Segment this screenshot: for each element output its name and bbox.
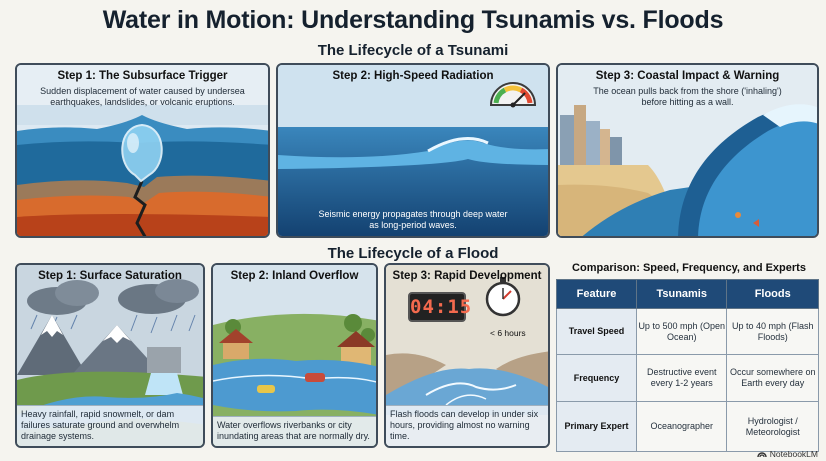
row-tsunami-value: Up to 500 mph (Open Ocean) <box>635 308 728 355</box>
rain-cloud-icon <box>27 279 199 315</box>
tsunami-step-1-panel: Step 1: The Subsurface Trigger Sudden di… <box>15 63 270 238</box>
tsunami-step-2-desc: Seismic energy propagates through deep w… <box>318 209 508 230</box>
header-feature: Feature <box>556 279 637 309</box>
table-header-row: Feature Tsunamis Floods <box>556 279 819 309</box>
comparison-title: Comparison: Speed, Frequency, and Expert… <box>572 262 806 274</box>
countdown-timer: 04:15 <box>408 292 471 322</box>
notebook-logo-icon <box>757 452 767 458</box>
flood-step-3-desc: Flash floods can develop in under six ho… <box>386 405 548 446</box>
row-flood-value: Occur somewhere on Earth every day <box>726 354 819 402</box>
car-icon <box>305 373 325 382</box>
hours-label: < 6 hours <box>490 328 526 338</box>
flood-section-title: The Lifecycle of a Flood <box>327 245 499 262</box>
inland-overflow-illustration <box>213 265 376 446</box>
tsunami-step-2-panel: Step 2: High-Speed Radiation Seismic ene… <box>276 63 550 238</box>
flood-step-2-panel: Step 2: Inland Overflow Water overflows … <box>211 263 378 448</box>
flood-step-1-panel: Step 1: Surface Saturation Heavy rainfal… <box>15 263 205 448</box>
tsunami-step-1-title: Step 1: The Subsurface Trigger <box>57 70 228 82</box>
flood-step-3-panel: Step 3: Rapid Development Flash floods c… <box>384 263 550 448</box>
page-title: Water in Motion: Understanding Tsunamis … <box>102 6 724 34</box>
row-tsunami-value: Oceanographer <box>635 401 728 452</box>
tsunami-step-3-desc: The ocean pulls back from the shore ('in… <box>593 86 782 107</box>
tsunami-step-1-desc: Sudden displacement of water caused by u… <box>40 86 245 107</box>
dam-icon <box>147 347 181 373</box>
stopwatch-icon <box>485 277 521 317</box>
high-speed-radiation-illustration <box>278 65 548 236</box>
gauge-icon <box>489 82 537 108</box>
flood-step-2-desc: Water overflows riverbanks or city inund… <box>213 416 376 446</box>
row-feature: Travel Speed <box>556 308 637 355</box>
brand-watermark: NotebookLM <box>757 449 818 459</box>
header-tsunamis: Tsunamis <box>635 279 728 309</box>
table-row: Travel Speed Up to 500 mph (Open Ocean) … <box>556 308 819 355</box>
row-tsunami-value: Destructive event every 1-2 years <box>635 354 728 402</box>
city-skyline-icon <box>560 105 622 165</box>
table-row: Primary Expert Oceanographer Hydrologist… <box>556 401 819 452</box>
subsurface-trigger-illustration <box>17 65 268 236</box>
brand-label: NotebookLM <box>769 449 818 459</box>
tsunami-step-3-panel: Step 3: Coastal Impact & Warning The oce… <box>556 63 819 238</box>
flood-step-2-title: Step 2: Inland Overflow <box>230 270 359 282</box>
header-floods: Floods <box>726 279 819 309</box>
row-flood-value: Hydrologist / Meteorologist <box>726 401 819 452</box>
row-flood-value: Up to 40 mph (Flash Floods) <box>726 308 819 355</box>
coastal-impact-illustration <box>558 65 817 236</box>
flood-step-1-title: Step 1: Surface Saturation <box>38 270 182 282</box>
flood-step-1-desc: Heavy rainfall, rapid snowmelt, or dam f… <box>17 405 203 446</box>
tsunami-step-3-title: Step 3: Coastal Impact & Warning <box>595 70 780 82</box>
tsunami-step-2-title: Step 2: High-Speed Radiation <box>332 70 494 82</box>
tsunami-section-title: The Lifecycle of a Tsunami <box>317 42 509 59</box>
flood-step-3-title: Step 3: Rapid Development <box>392 270 542 282</box>
comparison-table: Feature Tsunamis Floods Travel Speed Up … <box>556 279 819 452</box>
table-row: Frequency Destructive event every 1-2 ye… <box>556 354 819 402</box>
row-feature: Frequency <box>556 354 637 402</box>
row-feature: Primary Expert <box>556 401 637 452</box>
